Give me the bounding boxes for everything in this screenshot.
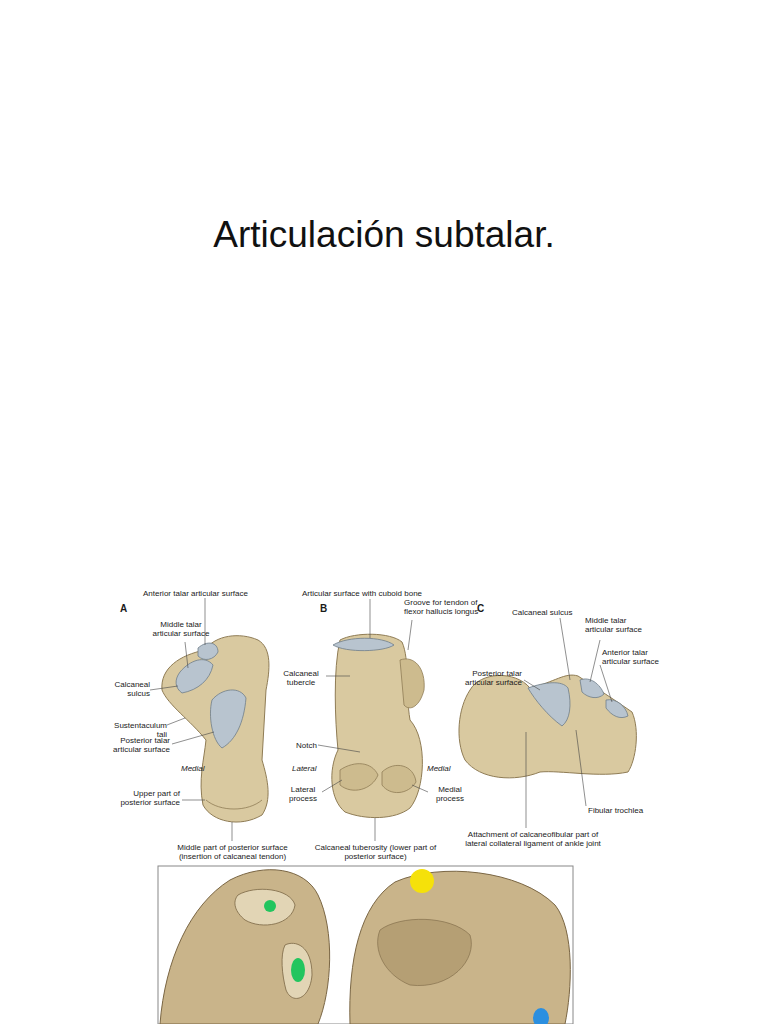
part-label: Upper part of posterior surface	[108, 789, 180, 807]
part-label: Calcaneal sulcus	[512, 608, 572, 617]
view-letter: B	[320, 603, 327, 615]
part-label: Lateral process	[284, 785, 322, 803]
part-label: Calcaneal tuberosity (lower part of post…	[308, 843, 443, 861]
part-label: Calcaneal sulcus	[108, 680, 150, 698]
part-label: Attachment of calcaneofibular part of la…	[458, 830, 608, 848]
part-label: Middle part of posterior surface (insert…	[160, 843, 305, 861]
slide-title: Articulación subtalar.	[0, 214, 768, 256]
part-label: Calcaneal tubercle	[278, 669, 324, 687]
view-letter: C	[477, 603, 484, 615]
part-label: Medial	[181, 764, 205, 773]
part-label: Middle talar articular surface	[585, 616, 657, 634]
part-label: Notch	[296, 741, 317, 750]
part-label: Medial process	[429, 785, 471, 803]
part-label: Anterior talar articular surface	[602, 648, 674, 666]
part-label: Posterior talar articular surface	[96, 736, 170, 754]
part-label: Anterior talar articular surface	[143, 589, 248, 598]
part-label: Fibular trochlea	[588, 806, 643, 815]
part-label: Middle talar articular surface	[150, 620, 212, 638]
view-letter: A	[120, 603, 127, 615]
part-label: Medial	[427, 764, 451, 773]
part-label: Lateral	[292, 764, 316, 773]
part-label: Articular surface with cuboid bone	[302, 589, 422, 598]
part-label: Posterior talar articular surface	[452, 669, 522, 687]
